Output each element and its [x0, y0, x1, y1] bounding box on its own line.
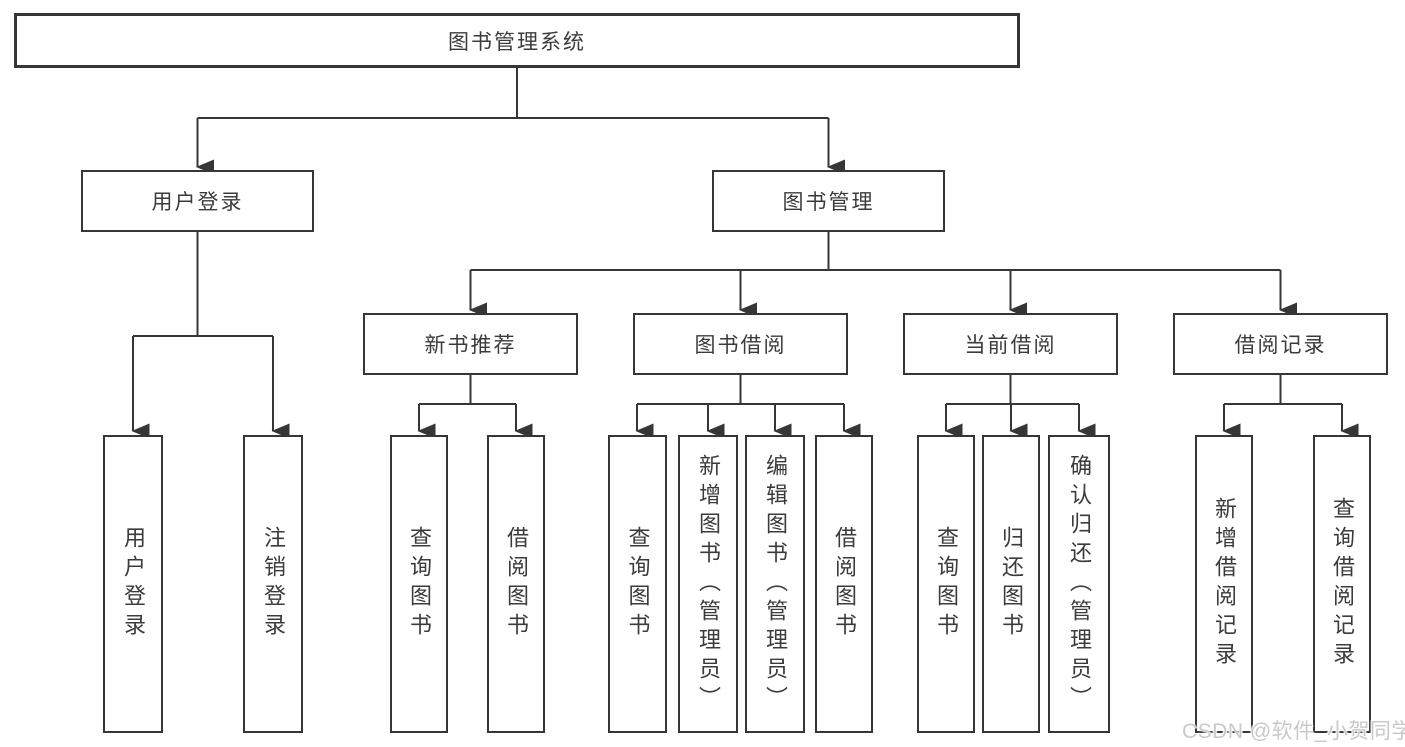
node-label: 查询借阅记录 [1330, 497, 1355, 671]
leaf-query-books-recommendation: 查询图书 [390, 435, 448, 733]
node-label: 编辑图书（管理员） [763, 453, 788, 715]
node-label: 借阅记录 [1234, 334, 1327, 357]
leaf-borrow-books-recommendation: 借阅图书 [487, 435, 545, 733]
node-label: 图书借阅 [694, 334, 787, 357]
csdn-watermark: CSDN @软件_小贺同学 [1182, 720, 1405, 743]
leaf-add-borrow-record: 新增借阅记录 [1195, 435, 1253, 733]
node-label: 归还图书 [999, 526, 1024, 642]
node-label: 图书管理系统 [448, 30, 586, 54]
leaf-logout-login: 注销登录 [243, 435, 303, 733]
node-label: 图书管理 [782, 191, 875, 214]
leaf-user-login: 用户登录 [103, 435, 163, 733]
node-current-borrowing: 当前借阅 [903, 313, 1118, 375]
leaf-add-book-admin: 新增图书（管理员） [678, 435, 738, 733]
leaf-query-books-borrowing: 查询图书 [608, 435, 667, 733]
node-label: 查询图书 [407, 526, 432, 642]
node-label: 新书推荐 [424, 334, 517, 357]
node-label: 新增图书（管理员） [696, 453, 721, 715]
leaf-confirm-return-admin: 确认归还（管理员） [1048, 435, 1110, 733]
node-label: 借阅图书 [504, 526, 529, 642]
leaf-return-books: 归还图书 [982, 435, 1040, 733]
node-label: 用户登录 [121, 526, 146, 642]
node-user-login: 用户登录 [81, 170, 314, 232]
node-label: 查询图书 [625, 526, 651, 642]
node-label: 借阅图书 [832, 526, 857, 642]
node-borrowing-records: 借阅记录 [1173, 313, 1388, 375]
leaf-edit-book-admin: 编辑图书（管理员） [745, 435, 805, 733]
node-new-book-recommendation: 新书推荐 [363, 313, 578, 375]
leaf-query-borrow-record: 查询借阅记录 [1313, 435, 1371, 733]
node-label: 用户登录 [151, 191, 244, 214]
node-label: 当前借阅 [964, 334, 1057, 357]
node-label: 注销登录 [261, 526, 286, 642]
node-library-management-system: 图书管理系统 [14, 13, 1020, 68]
node-book-borrowing: 图书借阅 [633, 313, 848, 375]
node-label: 新增借阅记录 [1212, 497, 1237, 671]
node-book-management: 图书管理 [712, 170, 945, 232]
leaf-borrow-books-borrowing: 借阅图书 [815, 435, 873, 733]
node-label: 确认归还（管理员） [1067, 453, 1092, 715]
leaf-query-books-current: 查询图书 [917, 435, 975, 733]
node-label: 查询图书 [934, 526, 959, 642]
